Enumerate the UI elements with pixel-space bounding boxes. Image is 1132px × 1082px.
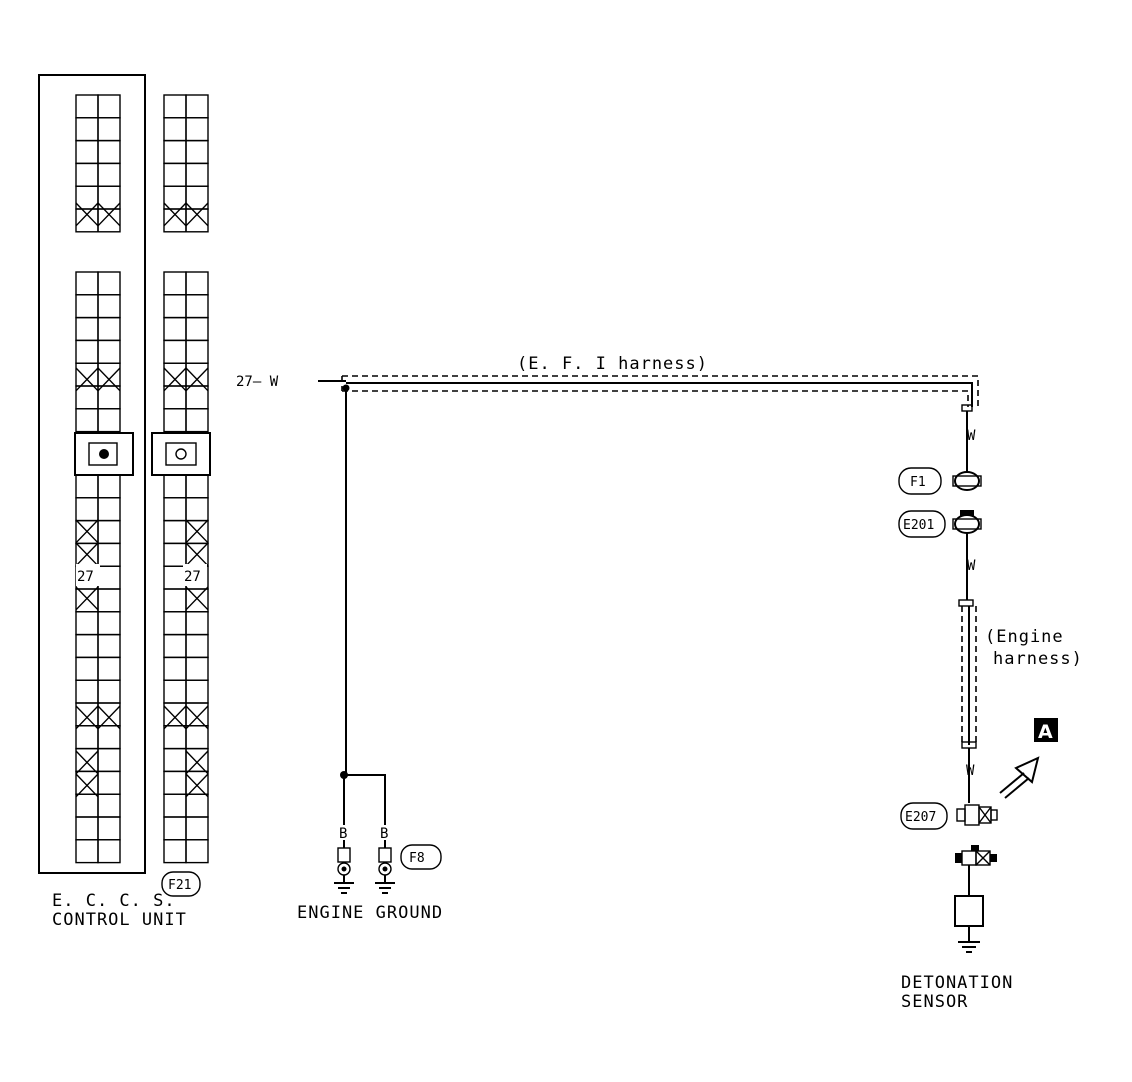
f21-connector-label: F21 (168, 878, 191, 893)
f8-connector-badge (400, 844, 442, 870)
e201-connector-symbol (952, 510, 982, 534)
engine-ground-label: ENGINE GROUND (297, 903, 443, 923)
ground-wire-b-label-2: B (380, 826, 388, 842)
f8-connector-label: F8 (409, 851, 425, 866)
eccs-connector-key (74, 432, 134, 476)
efi-harness-outline (342, 375, 979, 407)
e207-connector-badge (900, 802, 948, 830)
reference-a-badge (1034, 718, 1058, 742)
detonation-sensor-connector-symbol (955, 845, 997, 866)
e201-connector-badge (898, 510, 946, 538)
eccs-terminal-27-label: 27 (77, 569, 94, 585)
engine-ground-terminal-1 (334, 840, 354, 894)
right-w-label-2: W (967, 558, 976, 574)
engine-harness-label-line2: harness) (993, 649, 1083, 669)
f21-connector-grid (163, 94, 209, 864)
e207-connector-symbol (956, 804, 998, 826)
terminal-27-lead-label: 27— W (236, 374, 279, 390)
reference-arrow-icon (999, 756, 1040, 799)
f1-connector-badge (898, 467, 942, 495)
main-w-wire-top (346, 382, 973, 407)
engine-ground-terminal-2 (375, 840, 395, 894)
eccs-label-line1: E. C. C. S. (52, 891, 176, 911)
ground-wire-b-label-1: B (339, 826, 347, 842)
detonation-sensor-body (954, 895, 984, 927)
engine-harness-label-line1: (Engine (985, 627, 1064, 647)
eccs-control-unit-frame (38, 74, 146, 874)
detonation-sensor-label-line1: DETONATION (901, 973, 1013, 993)
right-w-label-1: W (967, 428, 976, 444)
e201-connector-label: E201 (903, 518, 934, 533)
eccs-label-line2: CONTROL UNIT (52, 910, 187, 930)
f1-connector-label: F1 (910, 475, 926, 490)
e207-connector-label: E207 (905, 810, 936, 825)
f21-terminal-27-label: 27 (184, 569, 201, 585)
eccs-connector-grid (75, 94, 121, 864)
f1-connector-symbol (952, 471, 982, 491)
ground-branch-wire (344, 774, 386, 825)
right-w-label-3: W (966, 763, 975, 779)
f21-connector-badge (161, 871, 201, 897)
efi-harness-label: (E. F. I harness) (517, 354, 708, 374)
f21-connector-key (151, 432, 211, 476)
reference-a-label: A (1038, 721, 1053, 743)
detonation-sensor-label-line2: SENSOR (901, 992, 968, 1012)
